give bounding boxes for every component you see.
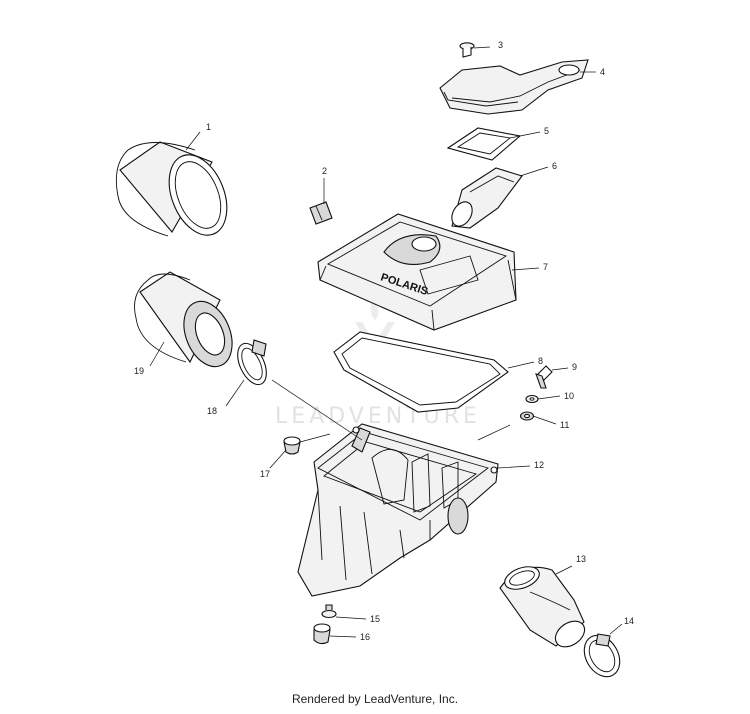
callout-19: 19 bbox=[134, 366, 144, 376]
callout-6: 6 bbox=[552, 161, 557, 171]
part-2-clip bbox=[309, 201, 333, 225]
callout-10: 10 bbox=[564, 391, 574, 401]
part-5-gasket bbox=[446, 127, 522, 161]
leader-lines bbox=[149, 46, 623, 638]
callout-2: 2 bbox=[322, 166, 327, 176]
part-12-airbox-body bbox=[297, 423, 499, 597]
part-15-drain-valve bbox=[321, 604, 337, 619]
callout-12: 12 bbox=[534, 460, 544, 470]
part-7-airbox-cover: POLARIS bbox=[317, 213, 517, 331]
callout-5: 5 bbox=[544, 126, 549, 136]
callout-9: 9 bbox=[572, 362, 577, 372]
callout-1: 1 bbox=[206, 122, 211, 132]
part-9-bolt bbox=[535, 365, 553, 389]
part-19-air-filter bbox=[134, 271, 233, 368]
footer-credit: Rendered by LeadVenture, Inc. bbox=[291, 692, 459, 706]
callout-13: 13 bbox=[576, 554, 586, 564]
part-11-grommet bbox=[519, 411, 535, 421]
part-3-screw bbox=[459, 42, 475, 58]
callout-15: 15 bbox=[370, 614, 380, 624]
callout-17: 17 bbox=[260, 469, 270, 479]
callout-4: 4 bbox=[600, 67, 605, 77]
part-8-cover-seal bbox=[333, 331, 509, 413]
part-6-inlet-boot bbox=[451, 167, 523, 229]
part-1-filter-sleeve bbox=[115, 141, 228, 237]
part-4-intake-duct bbox=[439, 59, 589, 115]
callout-16: 16 bbox=[360, 632, 370, 642]
part-18-hose-clamp bbox=[237, 339, 267, 386]
part-16-cap bbox=[313, 623, 331, 645]
part-14-clamp bbox=[583, 633, 621, 678]
callout-18: 18 bbox=[207, 406, 217, 416]
callout-7: 7 bbox=[543, 262, 548, 272]
callout-labels: 3 4 1 5 2 6 7 19 8 9 10 18 11 17 12 13 1… bbox=[134, 40, 634, 642]
callout-14: 14 bbox=[624, 616, 634, 626]
part-13-outlet-boot bbox=[499, 566, 586, 648]
part-17-plug bbox=[283, 436, 301, 455]
callout-3: 3 bbox=[498, 40, 503, 50]
callout-8: 8 bbox=[538, 356, 543, 366]
callout-11: 11 bbox=[560, 420, 569, 430]
part-10-washer bbox=[525, 394, 539, 404]
